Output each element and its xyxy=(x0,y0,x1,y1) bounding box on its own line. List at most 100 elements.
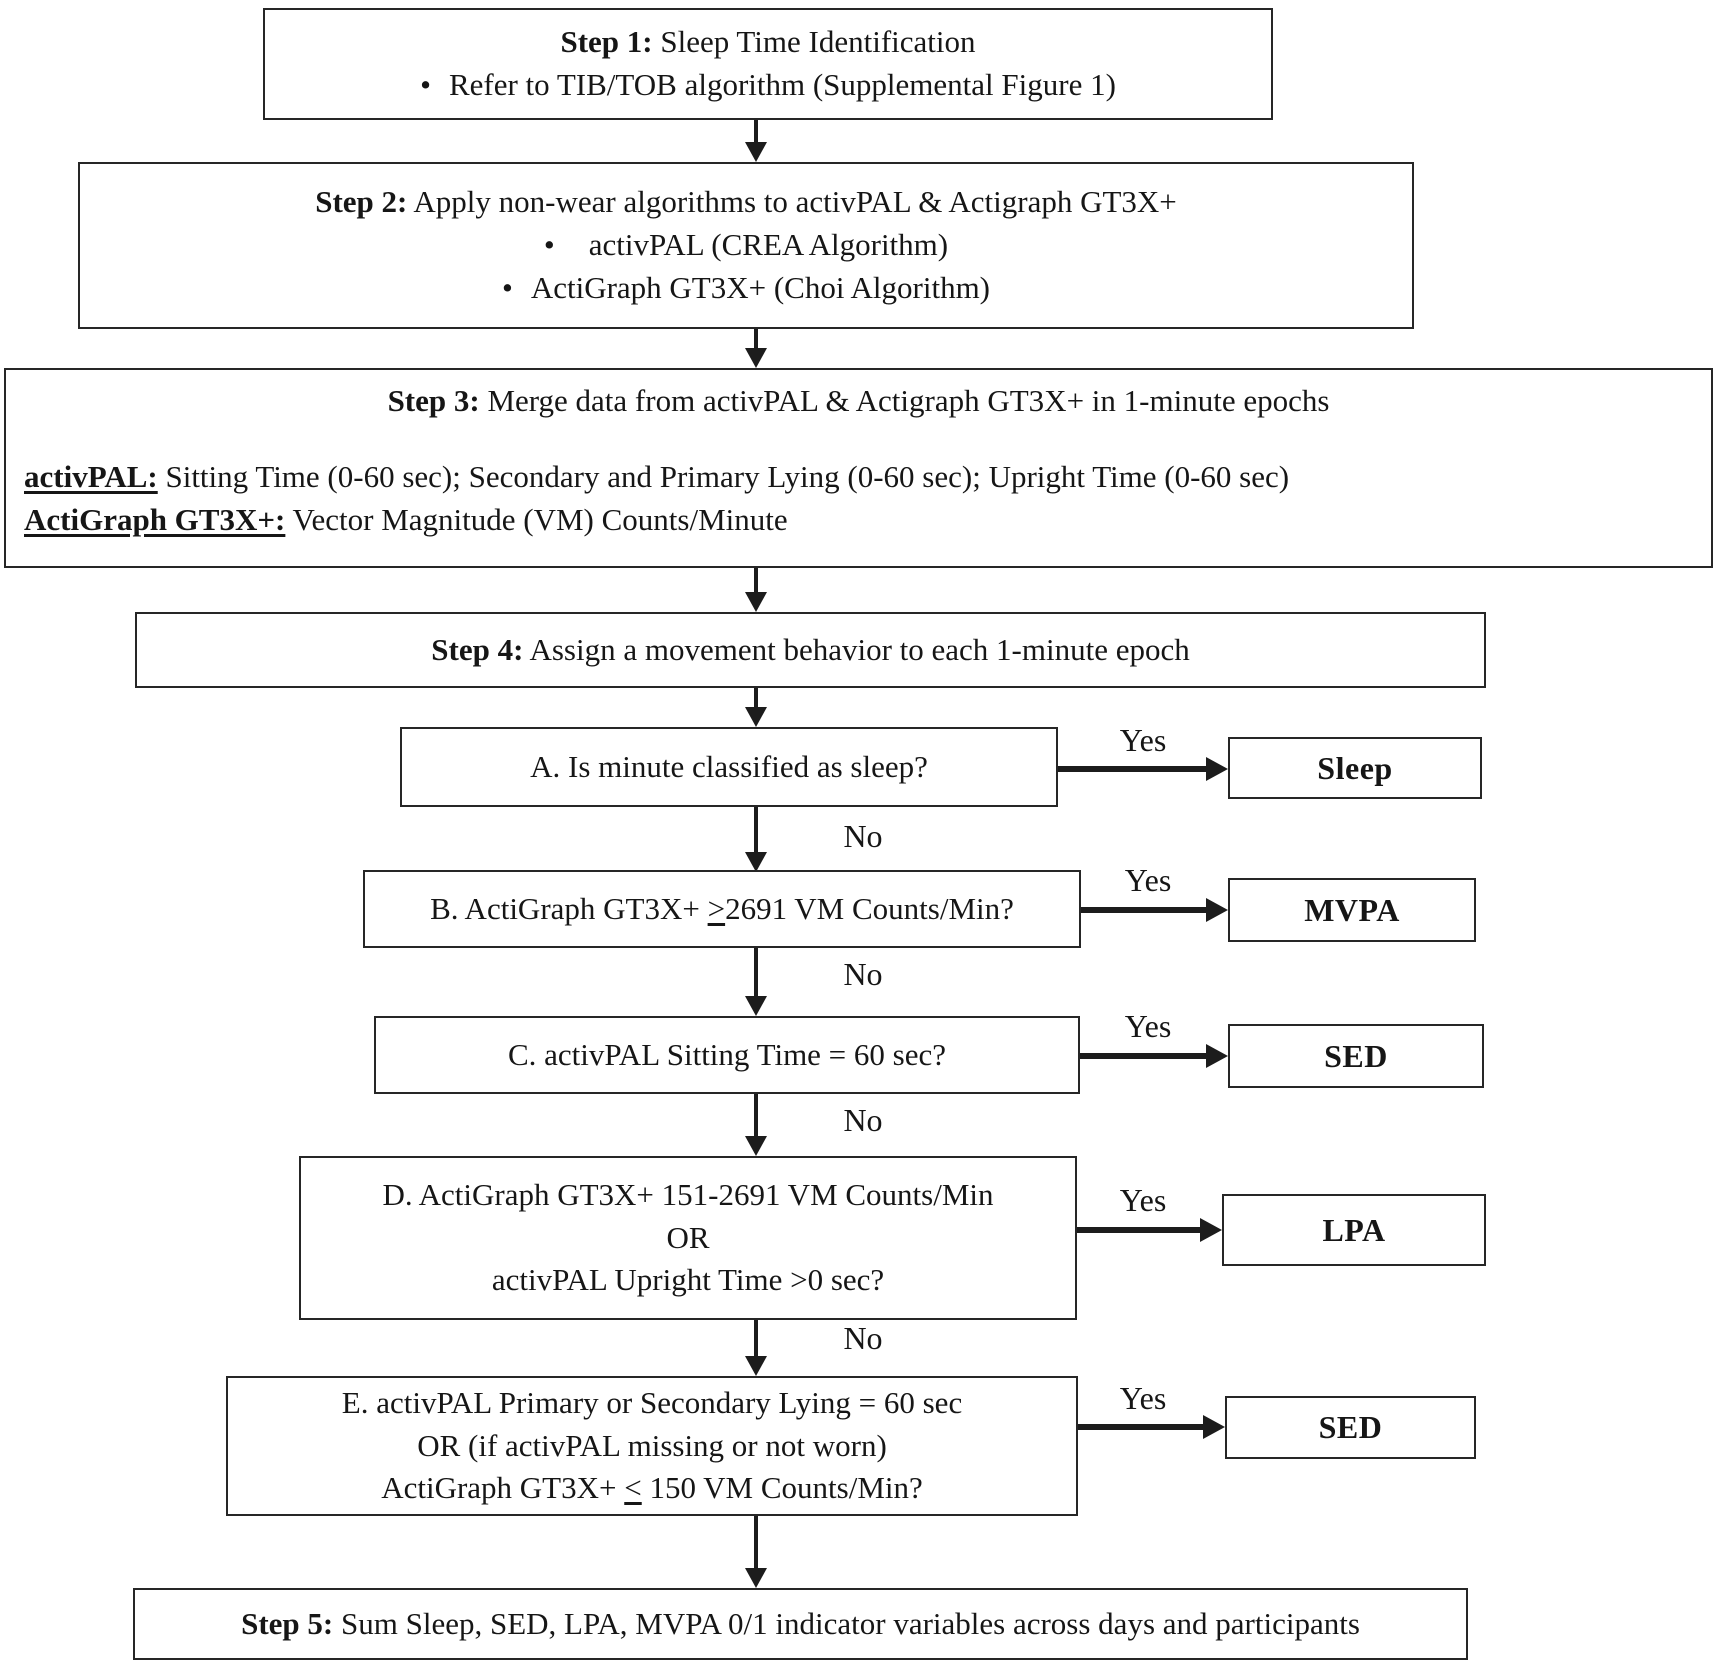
yes-label-d: Yes xyxy=(1119,1182,1167,1218)
yes-arrow-c-head xyxy=(1206,1044,1228,1068)
decision-a-box: A. Is minute classified as sleep? xyxy=(400,727,1058,807)
arrow-step4-decA-line xyxy=(754,688,758,707)
step2-box: Step 2: Apply non-wear algorithms to act… xyxy=(78,162,1414,329)
geq-symbol: > xyxy=(707,890,726,926)
bullet-icon: • xyxy=(501,269,513,305)
decision-e-line3-post: 150 VM Counts/Min? xyxy=(641,1470,923,1506)
step3-activpal-lead: activPAL: xyxy=(24,459,158,495)
yes-arrow-a-head xyxy=(1206,757,1228,781)
outcome-mvpa-label: MVPA xyxy=(1304,891,1400,928)
yes-label-c: Yes xyxy=(1124,1008,1172,1044)
arrow-decA-decB-head xyxy=(745,852,767,872)
decision-b-box: B. ActiGraph GT3X+ >2691 VM Counts/Min? xyxy=(363,870,1081,948)
decision-c-box: C. activPAL Sitting Time = 60 sec? xyxy=(374,1016,1080,1094)
arrow-decB-decC-head xyxy=(745,996,767,1016)
outcome-sed1-box: SED xyxy=(1228,1024,1484,1088)
yes-label-e: Yes xyxy=(1119,1380,1167,1416)
outcome-sleep-box: Sleep xyxy=(1228,737,1482,799)
yes-arrow-b-line xyxy=(1081,907,1206,913)
yes-arrow-d-line xyxy=(1077,1227,1200,1233)
decision-d-box: D. ActiGraph GT3X+ 151-2691 VM Counts/Mi… xyxy=(299,1156,1077,1320)
yes-arrow-d-head xyxy=(1200,1218,1222,1242)
decision-e-line3: ActiGraph GT3X+ < 150 VM Counts/Min? xyxy=(381,1467,923,1510)
step2-bullet2-text: ActiGraph GT3X+ (Choi Algorithm) xyxy=(530,269,991,305)
step5-box: Step 5: Sum Sleep, SED, LPA, MVPA 0/1 in… xyxy=(133,1588,1468,1660)
step5-label: Step 5: xyxy=(241,1605,334,1641)
step3-actigraph-lead: ActiGraph GT3X+: xyxy=(24,502,286,538)
decision-e-line3-pre: ActiGraph GT3X+ xyxy=(381,1470,625,1506)
no-label-c: No xyxy=(843,1102,883,1138)
arrow-step3-step4-head xyxy=(745,592,767,612)
outcome-sleep-label: Sleep xyxy=(1317,749,1393,786)
yes-label-a: Yes xyxy=(1119,722,1167,758)
no-label-b: No xyxy=(843,956,883,992)
arrow-decC-decD-line xyxy=(754,1094,758,1136)
step3-box: Step 3: Merge data from activPAL & Actig… xyxy=(4,368,1713,568)
arrow-decD-decE-line xyxy=(754,1320,758,1356)
yes-arrow-a-line xyxy=(1058,766,1206,772)
step2-title-text: Apply non-wear algorithms to activPAL & … xyxy=(407,184,1177,220)
arrow-step3-step4-line xyxy=(754,568,758,592)
outcome-lpa-label: LPA xyxy=(1322,1211,1386,1248)
arrow-step1-step2-head xyxy=(745,142,767,162)
outcome-sed2-box: SED xyxy=(1225,1396,1476,1459)
yes-arrow-c-line xyxy=(1080,1053,1206,1059)
outcome-sed1-label: SED xyxy=(1324,1037,1388,1074)
step3-activpal-rest: Sitting Time (0-60 sec); Secondary and P… xyxy=(157,459,1290,495)
decision-d-line1: D. ActiGraph GT3X+ 151-2691 VM Counts/Mi… xyxy=(382,1176,994,1212)
outcome-mvpa-box: MVPA xyxy=(1228,878,1476,942)
decision-d-line2: OR xyxy=(666,1219,710,1255)
bullet-icon: • xyxy=(543,227,555,263)
arrow-decA-decB-line xyxy=(754,807,758,852)
arrow-decB-decC-line xyxy=(754,948,758,996)
leq-symbol: < xyxy=(624,1470,642,1506)
step1-label: Step 1: xyxy=(560,24,653,60)
no-label-d: No xyxy=(843,1320,883,1356)
arrow-step1-step2-line xyxy=(754,120,758,144)
decision-b-post: 2691 VM Counts/Min? xyxy=(725,890,1014,926)
yes-arrow-e-head xyxy=(1203,1415,1225,1439)
decision-e-line2: OR (if activPAL missing or not worn) xyxy=(417,1427,887,1463)
yes-arrow-e-line xyxy=(1078,1424,1203,1430)
step2-bullet-line-2: • ActiGraph GT3X+ (Choi Algorithm) xyxy=(502,267,990,310)
step3-activpal-line: activPAL: Sitting Time (0-60 sec); Secon… xyxy=(24,456,1701,499)
arrow-step4-decA-head xyxy=(745,707,767,727)
decision-e-box: E. activPAL Primary or Secondary Lying =… xyxy=(226,1376,1078,1516)
step4-label: Step 4: xyxy=(431,631,524,667)
arrow-decD-decE-head xyxy=(745,1356,767,1376)
step4-title-text: Assign a movement behavior to each 1-min… xyxy=(523,631,1190,667)
step4-box: Step 4: Assign a movement behavior to ea… xyxy=(135,612,1486,688)
step5-title: Step 5: Sum Sleep, SED, LPA, MVPA 0/1 in… xyxy=(241,1603,1360,1646)
step1-bullet-text: Refer to TIB/TOB algorithm (Supplemental… xyxy=(448,67,1116,102)
step3-title: Step 3: Merge data from activPAL & Actig… xyxy=(6,380,1711,423)
step1-title: Step 1: Sleep Time Identification xyxy=(560,21,975,64)
decision-b-pre: B. ActiGraph GT3X+ xyxy=(430,890,708,926)
decision-b-text: B. ActiGraph GT3X+ >2691 VM Counts/Min? xyxy=(430,888,1014,931)
arrow-step2-step3-line xyxy=(754,329,758,348)
arrow-decE-step5-line xyxy=(754,1516,758,1568)
step3-label: Step 3: xyxy=(387,383,480,418)
arrow-decE-step5-head xyxy=(745,1568,767,1588)
step2-label: Step 2: xyxy=(315,184,408,220)
arrow-decC-decD-head xyxy=(745,1136,767,1156)
step1-bullet-line: •Refer to TIB/TOB algorithm (Supplementa… xyxy=(420,64,1116,107)
no-label-a: No xyxy=(843,818,883,854)
decision-e-line1: E. activPAL Primary or Secondary Lying =… xyxy=(341,1384,963,1420)
step1-box: Step 1: Sleep Time Identification •Refer… xyxy=(263,8,1273,120)
outcome-lpa-box: LPA xyxy=(1222,1194,1486,1266)
step4-title: Step 4: Assign a movement behavior to ea… xyxy=(431,629,1189,672)
step2-bullet-line-1: • activPAL (CREA Algorithm) xyxy=(544,224,948,267)
decision-d-line3: activPAL Upright Time >0 sec? xyxy=(491,1262,885,1298)
arrow-step2-step3-head xyxy=(745,348,767,368)
step3-actigraph-rest: Vector Magnitude (VM) Counts/Minute xyxy=(285,502,788,538)
yes-arrow-b-head xyxy=(1206,898,1228,922)
step1-title-text: Sleep Time Identification xyxy=(652,24,976,60)
step5-title-text: Sum Sleep, SED, LPA, MVPA 0/1 indicator … xyxy=(333,1605,1360,1641)
step2-bullet1-text: activPAL (CREA Algorithm) xyxy=(588,227,949,263)
decision-c-text: C. activPAL Sitting Time = 60 sec? xyxy=(507,1036,947,1072)
step3-details: activPAL: Sitting Time (0-60 sec); Secon… xyxy=(6,456,1711,566)
step3-title-text: Merge data from activPAL & Actigraph GT3… xyxy=(479,383,1330,418)
step2-title: Step 2: Apply non-wear algorithms to act… xyxy=(315,181,1177,224)
step3-actigraph-line: ActiGraph GT3X+: Vector Magnitude (VM) C… xyxy=(24,499,1701,542)
